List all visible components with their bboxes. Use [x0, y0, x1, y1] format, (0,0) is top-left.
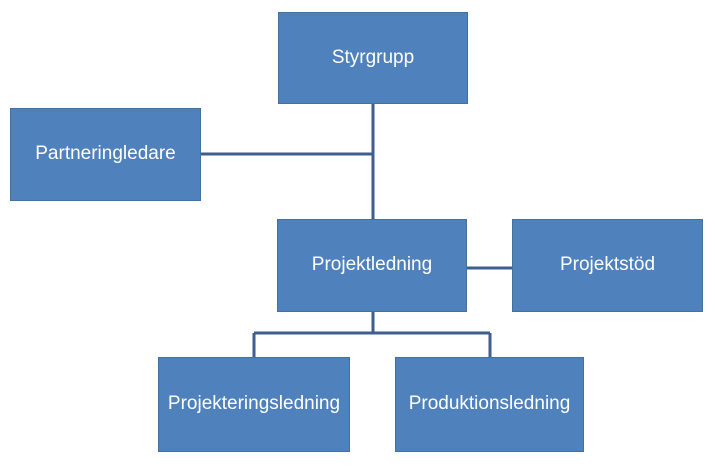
- node-produktionsledning: Produktionsledning: [395, 357, 584, 452]
- node-label-partneringledare: Partneringledare: [35, 143, 176, 165]
- node-projekteringsledning: Projekteringsledning: [158, 357, 350, 452]
- node-label-projekteringsledning: Projekteringsledning: [167, 393, 341, 415]
- node-label-projektledning: Projektledning: [311, 254, 433, 276]
- node-projektledning: Projektledning: [277, 219, 467, 312]
- node-projektstod: Projektstöd: [512, 219, 703, 312]
- node-label-styrgrupp: Styrgrupp: [331, 46, 415, 68]
- node-label-projektstod: Projektstöd: [559, 254, 656, 276]
- node-partneringledare: Partneringledare: [10, 108, 201, 201]
- node-label-produktionsledning: Produktionsledning: [408, 393, 571, 415]
- node-styrgrupp: Styrgrupp: [278, 12, 468, 104]
